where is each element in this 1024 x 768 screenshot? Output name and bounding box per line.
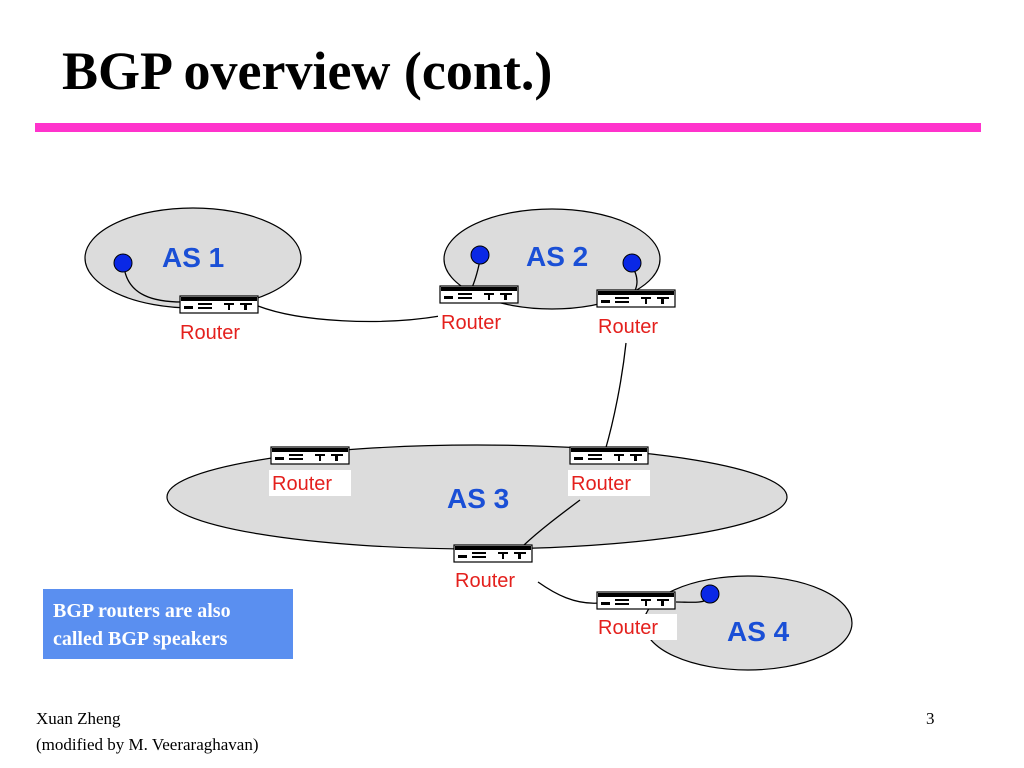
callout-line-2: called BGP speakers	[53, 628, 228, 650]
bgp-speakers-callout: BGP routers are also called BGP speakers	[43, 589, 293, 659]
router-as1-label: Router	[180, 322, 240, 344]
router-as1: Router	[177, 295, 259, 344]
router-as3-right-label: Router	[571, 473, 631, 495]
as4-label: AS 4	[727, 616, 790, 647]
link-as3-as4	[537, 581, 601, 604]
slide-title: BGP overview (cont.)	[62, 41, 553, 101]
footer-author-name: Xuan Zheng	[36, 709, 121, 728]
router-as2-right-label: Router	[598, 316, 658, 338]
footer-author-credit: (modified by M. Veeraraghavan)	[36, 735, 259, 754]
as2-host-node-left	[470, 245, 490, 265]
as4-host-node	[700, 584, 720, 604]
link-as1-as2	[257, 305, 441, 323]
router-as3-left-label: Router	[272, 473, 332, 495]
link-as3-internal	[523, 499, 581, 546]
router-as3-left: Router	[269, 446, 351, 496]
link-as1-host-router	[123, 266, 183, 303]
router-as3-bottom-label: Router	[455, 570, 515, 592]
as1-label: AS 1	[162, 242, 224, 273]
router-as3-right: Router	[568, 446, 650, 496]
as2-host-node-right	[622, 253, 642, 273]
router-as3-bottom: Router	[452, 544, 534, 593]
as2-region	[443, 208, 661, 310]
callout-line-1: BGP routers are also	[53, 600, 231, 622]
router-as2-left-label: Router	[441, 312, 501, 334]
router-as2-left: Router	[438, 285, 520, 334]
as3-label: AS 3	[447, 483, 509, 514]
router-as2-right: Router	[595, 289, 677, 339]
title-divider	[35, 123, 981, 132]
page-number: 3	[926, 709, 935, 728]
router-as4: Router	[595, 591, 677, 640]
footer-author: Xuan Zheng (modified by M. Veeraraghavan…	[36, 706, 259, 758]
as1-host-node	[113, 253, 133, 273]
link-as2-as3	[604, 342, 627, 452]
router-as4-label: Router	[598, 617, 658, 639]
as2-label: AS 2	[526, 241, 588, 272]
